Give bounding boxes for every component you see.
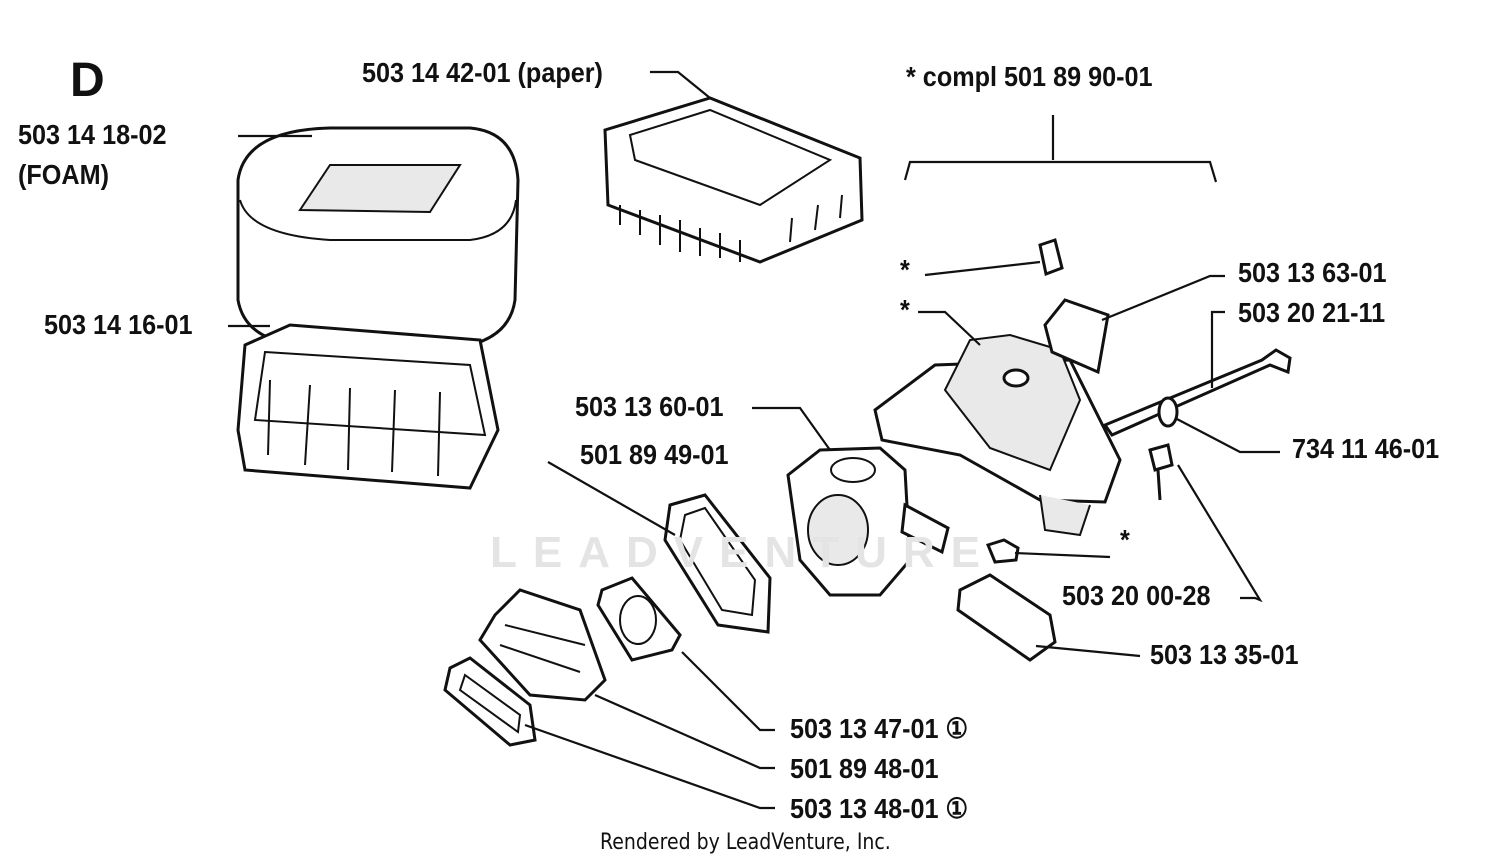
asterisk-3: *	[1120, 524, 1130, 555]
part-label-734114601: 734 11 46-01	[1292, 433, 1440, 464]
part-label-503202111: 503 20 21-11	[1238, 297, 1386, 328]
foam-filter-drawing	[236, 126, 520, 347]
part-label-503133501: 503 13 35-01	[1150, 639, 1299, 670]
footer-credit: Rendered by LeadVenture, Inc.	[600, 830, 891, 855]
watermark: LEADVENTURE	[490, 528, 997, 577]
part-label-501894801: 501 89 48-01	[790, 753, 939, 784]
section-letter: D	[70, 54, 105, 107]
paper-filter-label: 503 14 42-01 (paper)	[362, 57, 603, 88]
part-label-503136001: 503 13 60-01	[575, 391, 724, 422]
asterisk-1: *	[900, 254, 910, 285]
foam-note-label: (FOAM)	[18, 159, 109, 190]
part-label-501894901: 501 89 49-01	[580, 439, 729, 470]
part-label-503136301: 503 13 63-01	[1238, 257, 1387, 288]
paper-filter-drawing	[603, 96, 864, 264]
compl-kit-label: * compl 501 89 90-01	[906, 61, 1153, 92]
asterisk-2: *	[900, 294, 910, 325]
foam-filter-label: 503 14 18-02	[18, 119, 167, 150]
star-parts-drawing	[956, 238, 1064, 662]
part-label-503134701: 503 13 47-01 ①	[790, 713, 969, 744]
part-label-503134801: 503 13 48-01 ①	[790, 793, 969, 824]
bolt-drawing	[1102, 348, 1292, 501]
filter-holder-label: 503 14 16-01	[44, 309, 193, 340]
intake-adapter-drawing	[873, 298, 1122, 537]
leader-lines	[228, 70, 1280, 810]
gasket-drawing	[443, 493, 772, 747]
carburetor-drawing	[786, 446, 950, 597]
part-label-503200028: 503 20 00-28	[1062, 580, 1211, 611]
filter-holder-drawing	[236, 323, 500, 490]
